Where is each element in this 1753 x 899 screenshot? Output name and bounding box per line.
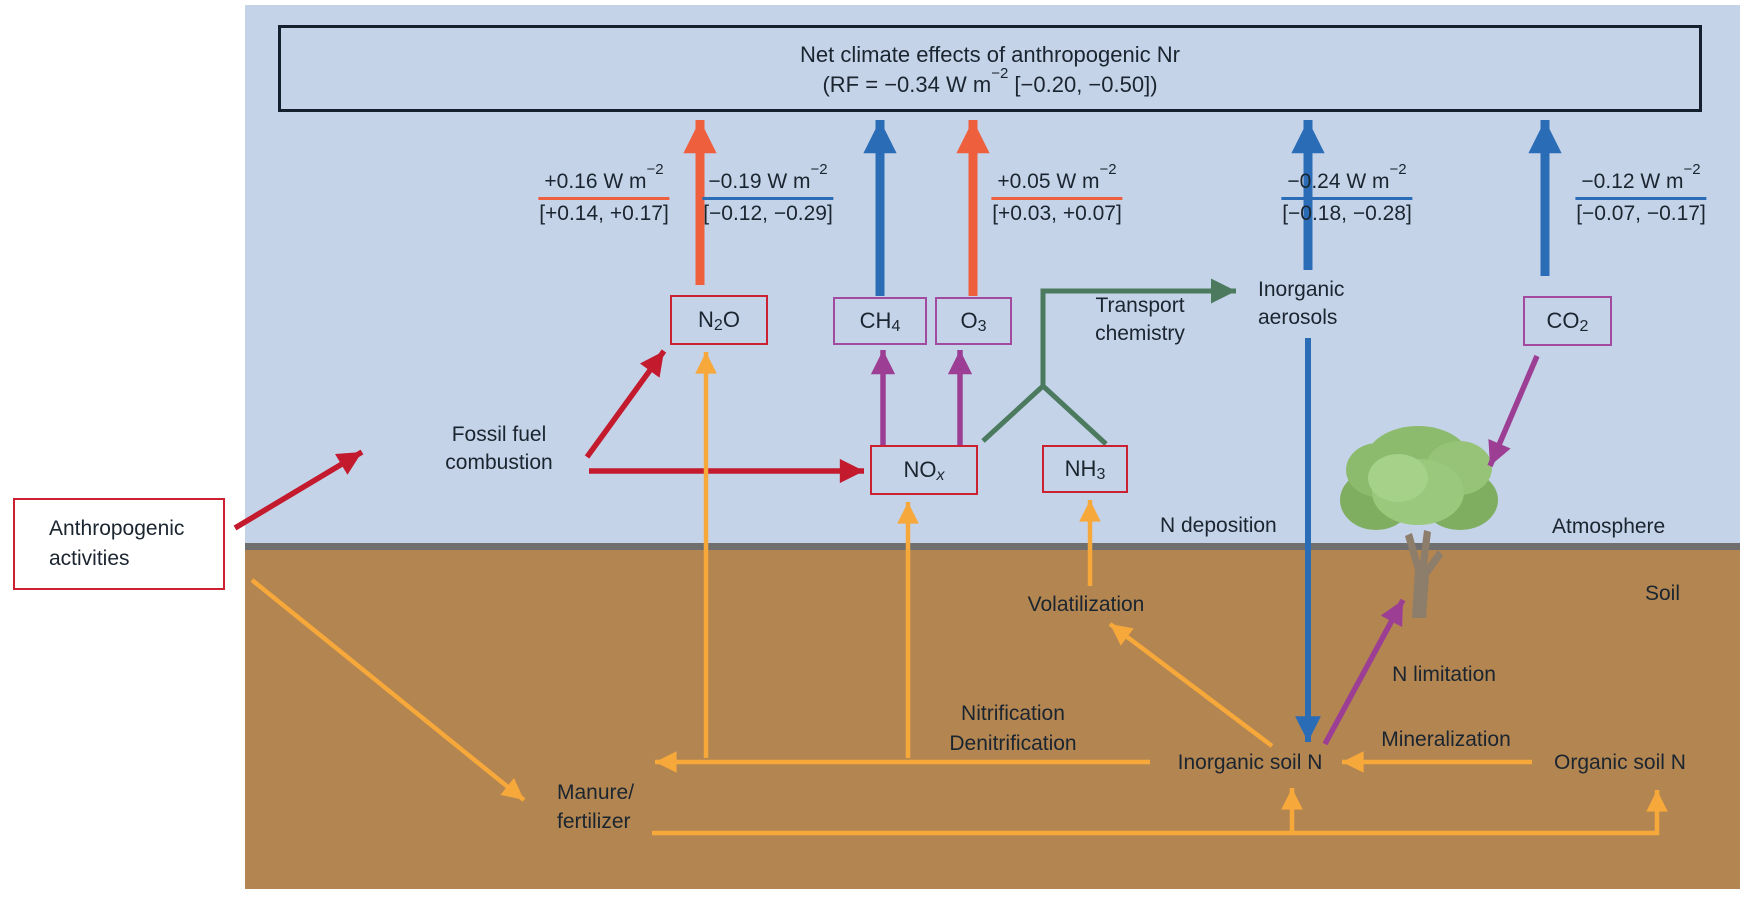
tree-trunk: [1405, 530, 1443, 618]
rf-value: −0.24 W m−2: [1281, 162, 1413, 200]
rf-value: −0.12 W m−2: [1575, 162, 1707, 200]
n-limitation-label: N limitation: [1392, 663, 1496, 686]
n-limitation-arrow: [1322, 598, 1406, 746]
rf-label-n2o: +0.16 W m−2 [+0.14, +0.17]: [538, 162, 670, 227]
volatilization-label: Volatilization: [1027, 593, 1145, 616]
net-effects-title-box: Net climate effects of anthropogenic Nr …: [278, 25, 1702, 112]
title-line2: (RF = −0.34 W m−2 [−0.20, −0.50]): [822, 64, 1158, 97]
rf-value: +0.16 W m−2: [538, 162, 670, 200]
soil-surface-line: [245, 543, 1740, 550]
atmosphere-label: Atmosphere: [1552, 515, 1666, 538]
soil-label: Soil: [1645, 582, 1681, 605]
rf-value: −0.19 W m−2: [702, 162, 834, 200]
transport-chemistry-arrow: [981, 278, 1236, 443]
inorganic-soil-n-label: Inorganic soil N: [1177, 751, 1323, 774]
fossil-to-n2o-arrow: [584, 349, 667, 459]
anthropogenic-activities-box: Anthropogenic activities: [13, 498, 225, 590]
rf-range: [+0.03, +0.07]: [992, 202, 1122, 225]
rf-range: [−0.12, −0.29]: [703, 202, 833, 225]
rf-label-o3: +0.05 W m−2 [+0.03, +0.07]: [991, 162, 1123, 227]
rf-range: [+0.14, +0.17]: [539, 202, 669, 225]
anthropogenic-label-line2: activities: [49, 547, 130, 570]
mineralization-label: Mineralization: [1381, 728, 1511, 751]
anthropogenic-label-line1: Anthropogenic: [49, 517, 185, 540]
inorganic-to-volatilization-arrow: [1108, 622, 1274, 748]
rf-range: [−0.18, −0.28]: [1282, 202, 1412, 225]
rf-label-aerosols: −0.24 W m−2 [−0.18, −0.28]: [1281, 162, 1413, 227]
anthropogenic-to-manure-arrow: [250, 578, 526, 802]
tree-canopy: [1340, 426, 1498, 530]
anthropogenic-to-fossil-arrow: [233, 449, 364, 531]
co2-to-tree-arrow: [1487, 354, 1540, 468]
manure-to-organic-arrow: [652, 790, 1668, 836]
nh3-to-transport-line: [1041, 384, 1108, 446]
n-deposition-label: N deposition: [1160, 514, 1277, 537]
rf-range: [−0.07, −0.17]: [1576, 202, 1706, 225]
title-line1: Net climate effects of anthropogenic Nr: [800, 42, 1180, 67]
organic-soil-n-label: Organic soil N: [1554, 751, 1686, 774]
rf-value: +0.05 W m−2: [991, 162, 1123, 200]
tree-illustration: [1340, 426, 1498, 618]
rf-label-ch4: −0.19 W m−2 [−0.12, −0.29]: [702, 162, 834, 227]
manure-fertilizer-label: Manure/fertilizer: [557, 781, 635, 833]
rf-label-co2: −0.12 W m−2 [−0.07, −0.17]: [1575, 162, 1707, 227]
